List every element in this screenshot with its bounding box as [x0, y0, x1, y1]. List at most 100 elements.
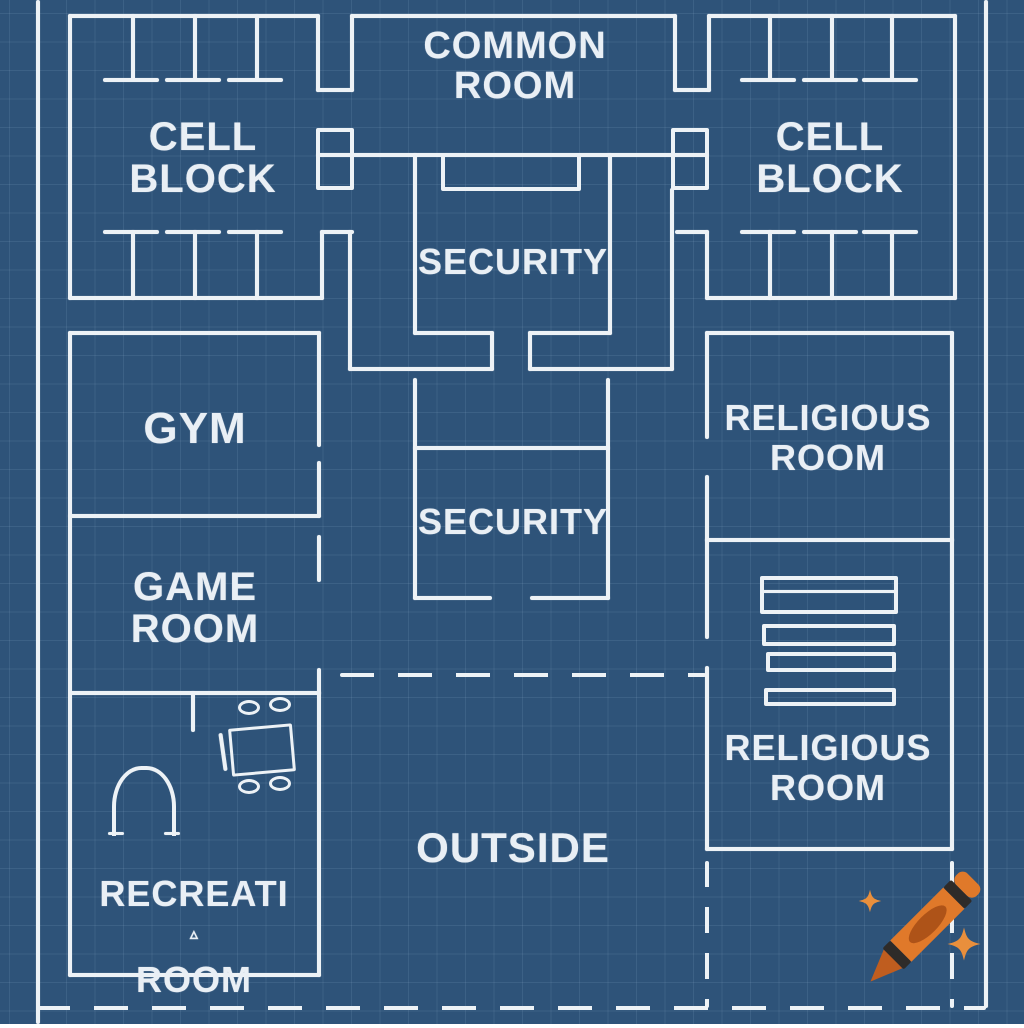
door-jamb	[671, 128, 709, 190]
wall-vestibule-step	[528, 331, 532, 371]
room-label-line: RELIGIOUS	[724, 727, 932, 768]
room-label-cell-block-left: CELL BLOCK	[93, 116, 313, 200]
room-label-game-room: GAME ROOM	[95, 566, 295, 650]
doorway-notch	[673, 88, 711, 92]
room-label-common-room: COMMON ROOM	[365, 26, 665, 106]
room-label-line: RECREATI▵	[66, 874, 322, 960]
bench	[760, 576, 898, 614]
cell-divider-stem	[768, 14, 772, 80]
door-jamb	[316, 128, 354, 190]
wall-recreation-top	[70, 691, 321, 695]
wall-cellblock-right-side	[953, 14, 957, 300]
wall-recreation-right	[317, 691, 321, 977]
wall-left-lower	[68, 331, 72, 977]
cell-divider-stem	[255, 14, 259, 80]
room-label-line: BLOCK	[129, 157, 277, 201]
doorway-notch	[707, 14, 711, 92]
cell-divider-stem	[890, 14, 894, 80]
cell-divider-foot	[103, 78, 159, 82]
room-label-line: CELL	[148, 115, 258, 159]
crayon-band	[944, 880, 972, 908]
room-label-line: ROOM	[770, 767, 886, 808]
wall-security2-left	[413, 378, 417, 600]
wall-recreation-bottom	[68, 973, 321, 977]
table	[228, 723, 296, 777]
cell-divider-foot	[165, 78, 221, 82]
wall-security2-right	[606, 378, 610, 600]
sparkle-icon	[947, 927, 981, 961]
cell-divider-foot	[802, 78, 858, 82]
cell-divider-stem	[131, 230, 135, 300]
room-label-outside: OUTSIDE	[363, 826, 663, 870]
room-label-line: BLOCK	[756, 157, 904, 201]
table-bench	[218, 732, 228, 772]
wall-gym-right	[317, 461, 321, 518]
wall-religious2-left	[705, 538, 709, 639]
cell-divider-stem	[193, 230, 197, 300]
wall-religious1-top	[705, 331, 954, 335]
room-label-line: SECURITY	[417, 501, 609, 542]
room-label-recreation-room: RECREATI▵ ROOM	[66, 874, 322, 1000]
room-label-line: COMMON	[423, 25, 607, 67]
wall-common-room-top	[350, 14, 677, 18]
wall-religious2-left	[705, 666, 709, 851]
doorway-notch	[673, 14, 677, 92]
cell-divider-foot	[227, 78, 283, 82]
room-label-line: RELIGIOUS	[724, 397, 932, 438]
chair	[238, 779, 260, 794]
doorway-notch	[316, 88, 354, 92]
fence-dashed-outside-top	[340, 673, 706, 677]
wall-game-right	[317, 668, 321, 695]
room-label-line: CELL	[775, 115, 885, 159]
room-label-line: ROOM	[770, 437, 886, 478]
room-label-line: ROOM	[136, 959, 252, 1000]
room-label-line: OUTSIDE	[416, 824, 610, 871]
cell-divider-stem	[131, 14, 135, 80]
door-arch-foot	[164, 832, 180, 835]
crayon-label-oval	[908, 905, 947, 944]
room-label-cell-block-right: CELL BLOCK	[720, 116, 940, 200]
wall-gym-right	[317, 331, 321, 447]
wall-cellblock-right-step-h	[675, 230, 709, 234]
wall-security1-right	[608, 153, 612, 335]
wall-security1-bottom	[413, 331, 494, 335]
room-label-text: RECREATI	[99, 873, 289, 914]
room-label-line: ROOM	[130, 607, 260, 651]
wall-corridor-right	[670, 188, 674, 371]
wall-cellblock-left-step-v	[320, 230, 324, 300]
wall-security2-bottom	[413, 596, 492, 600]
door-arch-foot	[108, 832, 124, 835]
wall-security2-bottom	[530, 596, 610, 600]
room-label-gym: GYM	[95, 406, 295, 452]
chair	[238, 700, 260, 715]
cell-divider-foot	[862, 78, 918, 82]
cell-divider-foot	[740, 78, 796, 82]
wall-security2-mid	[413, 446, 610, 450]
wall-gym-top	[68, 331, 321, 335]
fence-dashed-left	[705, 861, 709, 1008]
room-label-line: ROOM	[453, 65, 577, 107]
room-label-line: GYM	[143, 404, 247, 453]
crayon-icon	[858, 871, 981, 982]
wall-gym-game-divider	[68, 514, 321, 518]
wall-cellblock-right-step-v	[705, 230, 709, 300]
bench	[764, 688, 896, 706]
wall-religious1-bottom	[705, 538, 954, 542]
doorway-notch	[350, 14, 354, 92]
chair	[269, 776, 291, 791]
doorway-notch	[316, 14, 320, 92]
cell-divider-stem	[830, 230, 834, 300]
cell-divider-stem	[890, 230, 894, 300]
security-desk	[441, 153, 581, 191]
cell-divider-stem	[830, 14, 834, 80]
chair	[269, 697, 291, 712]
wall-hall-shelf-left	[348, 367, 494, 371]
cell-divider-stem	[255, 230, 259, 300]
wall-outer-left	[36, 0, 40, 1024]
wall-religious1-left	[705, 475, 709, 542]
room-label-religious-lower: RELIGIOUS ROOM	[703, 728, 953, 808]
fence-dashed-right	[950, 861, 954, 1008]
crayon-band	[883, 941, 911, 969]
door-arch	[112, 766, 176, 836]
